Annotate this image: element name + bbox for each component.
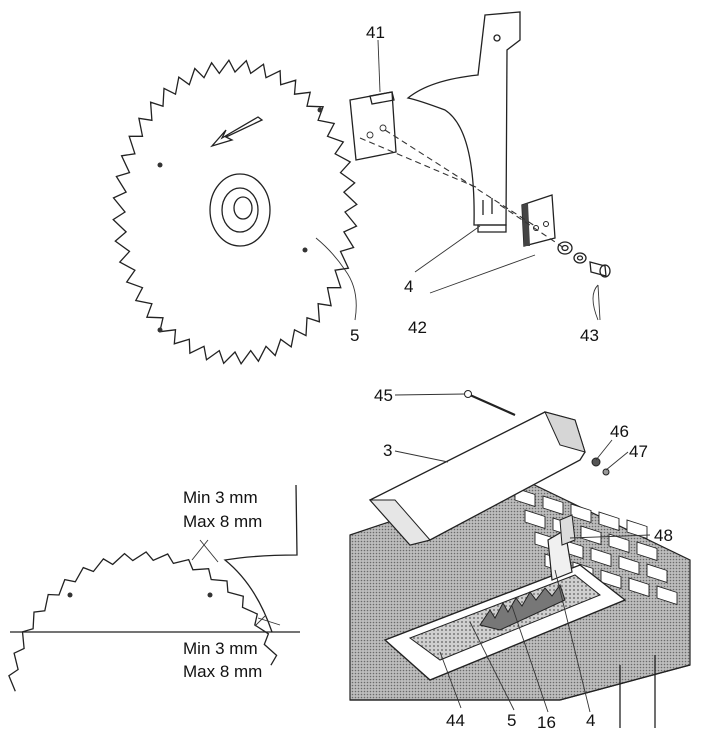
table-slot (628, 577, 650, 598)
callout-48: 48 (654, 526, 673, 545)
callout-4-bottom: 4 (586, 711, 595, 730)
table-slot (542, 495, 564, 516)
part-41-plate (349, 91, 397, 161)
callout-47: 47 (629, 442, 648, 461)
callout-46: 46 (610, 422, 629, 441)
callout-42: 42 (408, 318, 427, 337)
table-slot (524, 509, 546, 530)
table-slot (600, 569, 622, 590)
table-slot (580, 525, 602, 546)
rotation-arrow-icon (210, 116, 264, 148)
callout-44: 44 (446, 711, 465, 730)
callout-3: 3 (383, 441, 392, 460)
clearance-lower-max: Max 8 mm (183, 662, 262, 681)
part-43-bolt-and-washers (557, 241, 611, 278)
saw-blade-top (112, 58, 358, 366)
table-slot (618, 555, 640, 576)
callout-16: 16 (537, 713, 556, 731)
clearance-upper-max: Max 8 mm (183, 512, 262, 531)
callout-5-bottom: 5 (507, 711, 516, 730)
clearance-upper-min: Min 3 mm (183, 488, 258, 507)
callout-43: 43 (580, 326, 599, 345)
table-slot (590, 547, 612, 568)
callout-45: 45 (374, 386, 393, 405)
callout-5-top: 5 (350, 326, 359, 345)
callout-4-top: 4 (404, 277, 413, 296)
table-slot (646, 563, 668, 584)
table-slot (598, 511, 620, 532)
clearance-lower-min: Min 3 mm (183, 639, 258, 658)
part-42-clamp-plate (521, 194, 556, 247)
callout-41: 41 (366, 23, 385, 42)
riving-knife-top (406, 11, 521, 233)
clearance-diagram (8, 484, 300, 692)
table-slot (656, 585, 678, 606)
table-assembly-view (349, 390, 691, 728)
table-slot (570, 503, 592, 524)
table-slot (608, 533, 630, 554)
table-slot (636, 541, 658, 562)
